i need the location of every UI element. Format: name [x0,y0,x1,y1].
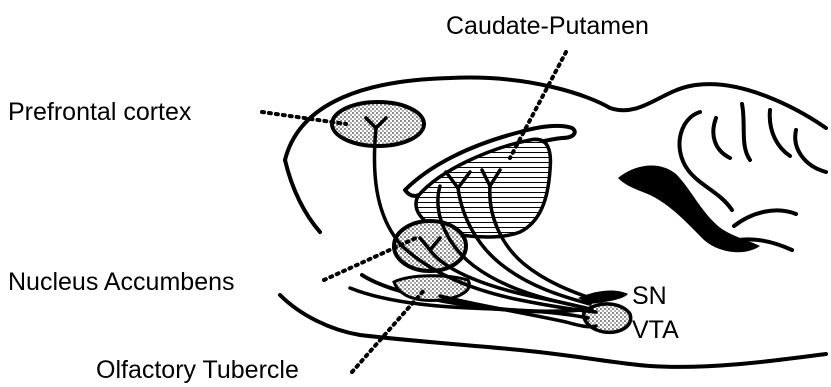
label-sn: SN [632,282,667,310]
label-vta: VTA [632,316,679,344]
cerebellum-dark-fill [618,165,760,252]
label-nucleus-accumbens: Nucleus Accumbens [8,268,235,296]
label-caudate-putamen: Caudate-Putamen [446,12,649,40]
label-olfactory-tubercle: Olfactory Tubercle [96,356,299,384]
olfactory-tubercle-region [394,276,469,301]
label-prefrontal-cortex: Prefrontal cortex [8,98,192,126]
